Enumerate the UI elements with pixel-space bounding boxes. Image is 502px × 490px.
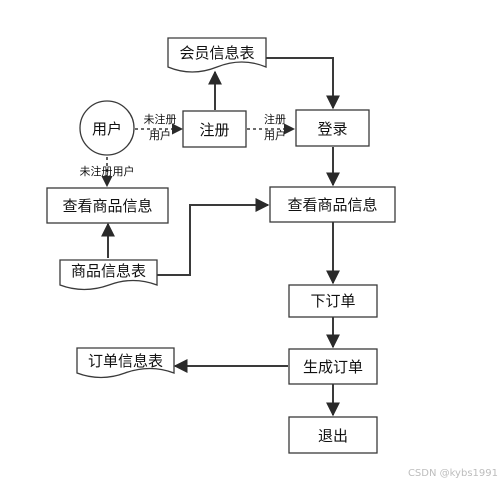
watermark: CSDN @kybs1991 — [408, 468, 498, 479]
register-node: 注册 — [182, 110, 247, 148]
registered-label-line2: 用户 — [264, 128, 286, 142]
view-goods-info-right-label: 查看商品信息 — [287, 196, 377, 214]
generate-order-node: 生成订单 — [288, 348, 378, 385]
goods-info-table-label: 商品信息表 — [71, 262, 146, 280]
user-label: 用户 — [92, 120, 122, 138]
user-node: 用户 — [79, 100, 135, 156]
login-node: 登录 — [295, 109, 370, 147]
place-order-node: 下订单 — [288, 284, 378, 318]
goods-info-table-node: 商品信息表 — [59, 259, 158, 291]
login-label: 登录 — [317, 120, 347, 138]
unregistered-label-line1: 未注册 — [144, 112, 177, 126]
exit-label: 退出 — [318, 427, 348, 445]
view-goods-info-left-node: 查看商品信息 — [46, 187, 169, 224]
view-goods-info-left-label: 查看商品信息 — [62, 197, 152, 215]
generate-order-label: 生成订单 — [303, 358, 363, 376]
unregistered-user-label: 未注册用户 — [80, 164, 135, 178]
unregistered-label-line2: 用户 — [149, 128, 171, 142]
edge-goods-table-to-view-goods-right — [157, 198, 270, 276]
order-info-table-node: 订单信息表 — [76, 347, 175, 379]
member-info-table-label: 会员信息表 — [179, 44, 254, 62]
register-label: 注册 — [199, 121, 229, 139]
registered-label-line1: 注册 — [264, 112, 286, 126]
edge-member-table-to-login — [266, 57, 340, 110]
member-info-table-node: 会员信息表 — [167, 37, 267, 73]
place-order-label: 下订单 — [310, 292, 355, 310]
view-goods-info-right-node: 查看商品信息 — [269, 186, 396, 223]
exit-node: 退出 — [288, 416, 378, 454]
order-info-table-label: 订单信息表 — [88, 352, 163, 370]
